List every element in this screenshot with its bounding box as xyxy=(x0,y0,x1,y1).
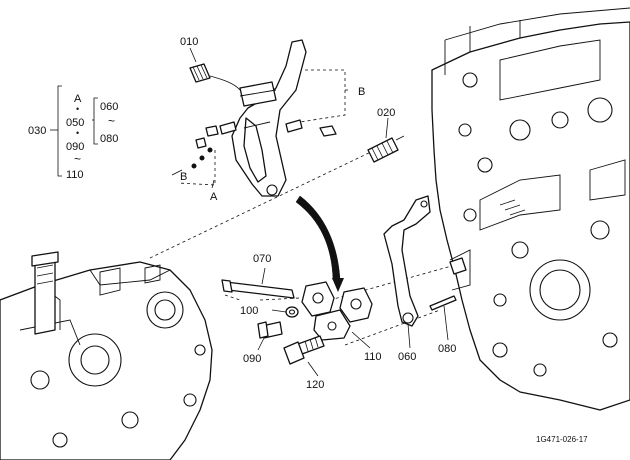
engine-block-housing xyxy=(431,7,630,411)
alignment-lines xyxy=(149,69,456,346)
gear-case-bore-inner xyxy=(80,345,110,375)
pins-and-dowels xyxy=(191,119,337,169)
set-dot-1: • xyxy=(76,104,79,114)
marker-a-bottom: A xyxy=(210,191,218,203)
fork-lever-assembly xyxy=(231,39,307,197)
governor-weight-110 xyxy=(301,281,373,341)
gear-case-bolt-hole xyxy=(52,432,68,448)
block-bolt-hole xyxy=(602,332,618,348)
gear-case-bore-inner xyxy=(154,299,176,321)
part-set-bracket xyxy=(50,85,98,177)
callout-030: 030 xyxy=(28,125,46,137)
callout-020: 020 xyxy=(377,107,395,119)
governor-shaft xyxy=(34,257,56,335)
callout-100: 100 xyxy=(240,305,258,317)
bolt-090 xyxy=(257,321,283,339)
gear-case-bolt-hole xyxy=(30,370,50,390)
set-tilde-2: ~ xyxy=(108,114,115,128)
set-tilde-1: ~ xyxy=(74,152,81,166)
lever-hub xyxy=(239,81,277,107)
callout-labels: 010 020 030 A • 050 • 090 ~ 110 060 ~ 08… xyxy=(28,36,588,444)
block-bolt-hole xyxy=(463,208,477,222)
set-marker-a-top: A xyxy=(74,93,82,105)
governor-lever-060 xyxy=(383,195,431,327)
washer-100 xyxy=(285,306,299,318)
marker-b-right: B xyxy=(358,86,365,98)
figure-code: 1G471-026-17 xyxy=(536,435,588,444)
callout-110: 110 xyxy=(364,351,382,363)
marker-b-left: B xyxy=(180,171,187,183)
callout-090: 090 xyxy=(243,353,261,365)
block-port xyxy=(551,111,569,129)
gear-case-bolt-hole xyxy=(194,344,206,356)
callout-leaders xyxy=(171,47,449,377)
spring-010 xyxy=(189,63,241,91)
shaft-070 xyxy=(221,279,295,299)
callout-070: 070 xyxy=(253,253,271,265)
assembly-arrow xyxy=(295,195,344,292)
callout-050: 050 xyxy=(66,117,84,129)
pin-080 xyxy=(429,295,457,311)
gear-case-bolt-hole xyxy=(121,411,139,429)
fork-pin-hole xyxy=(266,184,278,196)
block-bolt-hole xyxy=(590,220,610,240)
spring-020 xyxy=(367,135,405,163)
callout-080: 080 xyxy=(438,343,456,355)
callout-060: 060 xyxy=(398,351,416,363)
block-bolt-hole xyxy=(511,241,529,259)
block-port xyxy=(587,97,613,123)
block-bore-inner xyxy=(539,269,581,311)
set-dot-2: • xyxy=(76,128,79,138)
callout-110-set: 110 xyxy=(66,169,84,181)
block-bolt-hole xyxy=(493,293,507,307)
block-bolt-hole xyxy=(462,72,478,88)
block-bolt-hole xyxy=(492,342,508,358)
gear-case-bolt-hole xyxy=(183,393,197,407)
block-bolt-hole xyxy=(477,157,493,173)
bolt-120 xyxy=(283,335,325,365)
collar xyxy=(449,257,467,275)
callout-120: 120 xyxy=(306,379,324,391)
block-port xyxy=(509,119,531,141)
gear-case-housing xyxy=(0,251,213,460)
callout-080-set: 080 xyxy=(100,133,118,145)
block-bolt-hole xyxy=(533,363,547,377)
block-bolt-hole xyxy=(458,123,472,137)
callout-060-set: 060 xyxy=(100,101,118,113)
callout-090-set: 090 xyxy=(66,141,84,153)
callout-010: 010 xyxy=(180,36,198,48)
